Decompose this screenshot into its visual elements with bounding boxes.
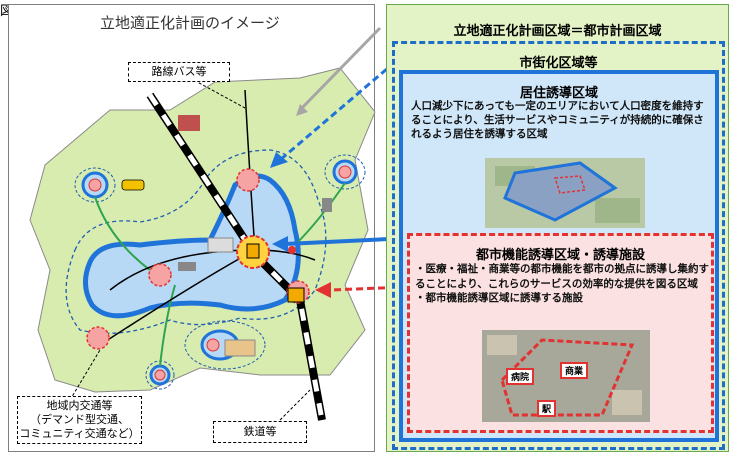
- local-transport-label-3: コミュニティ交通など）: [19, 427, 140, 440]
- car-icon: [287, 287, 305, 303]
- urban-function-zone-description: ・医療・福祉・商業等の都市機能を都市の拠点に誘導し集約することにより、これらのサ…: [415, 262, 711, 306]
- residential-zone-title: 居住誘導区域: [519, 86, 598, 101]
- urban-function-aerial-image: 病院 商業 駅: [482, 330, 650, 422]
- satellite-boundary: [184, 320, 266, 370]
- urban-function-bullet-1: ・医療・福祉・商業等の都市機能を都市の拠点に誘導し集約することにより、これらのサ…: [415, 263, 709, 290]
- railway-line-stripes: [147, 93, 325, 421]
- bus-route-callout: 路線バス等: [128, 62, 230, 82]
- satellite-boundary: [74, 167, 116, 203]
- urban-function-pointer-arrowhead: [315, 282, 331, 298]
- railway-callout: 鉄道等: [213, 421, 307, 443]
- building-icon: [224, 339, 256, 357]
- urban-hub: [86, 326, 110, 350]
- central-station-icon: [246, 243, 260, 259]
- local-transport-label-1: 地域内交通等: [46, 399, 113, 412]
- residential-zone-shape: [83, 173, 301, 319]
- residential-pointer-arrowhead: [272, 236, 288, 252]
- local-transport-line: [94, 196, 151, 271]
- local-transport-label-2: （デマンド型交通、: [30, 413, 129, 426]
- area-pointer-arrow: [298, 26, 382, 112]
- station-label: 駅: [537, 400, 557, 417]
- urbanization-area-box: [392, 41, 725, 450]
- satellite-boundary: [324, 154, 366, 190]
- urban-function-aerial-graphic: [487, 335, 642, 417]
- urban-hub: [338, 165, 352, 179]
- railway-callout-leader: [279, 389, 311, 421]
- local-transport-line: [159, 284, 176, 367]
- urban-hub: [88, 178, 102, 192]
- urbanization-area-title: 市街化区域等: [519, 56, 598, 71]
- urban-hub: [154, 369, 166, 381]
- urban-hub: [148, 263, 172, 287]
- urban-function-zone-title: 都市機能誘導区域・誘導施設: [475, 248, 645, 263]
- urban-hub: [206, 338, 220, 352]
- hospital-label: 病院: [506, 368, 535, 385]
- residential-aerial-image: [485, 158, 645, 228]
- urban-function-bullet-2: ・都市機能誘導区域に誘導する施設: [415, 292, 583, 304]
- bus-callout-leader: [189, 77, 246, 109]
- small-hub: [288, 246, 296, 254]
- building-icon: [207, 237, 234, 253]
- urbanization-boundary: [65, 149, 327, 334]
- urbanization-pointer-arrow: [279, 60, 396, 162]
- planning-area-title: 立地適正化計画区域＝都市計画区域: [453, 24, 662, 39]
- urban-hub: [236, 168, 260, 192]
- concept-image-title: 立地適正化計画のイメージ: [100, 14, 280, 32]
- building-icon: [322, 198, 332, 212]
- local-transport-line: [294, 182, 346, 246]
- commerce-label: 商業: [560, 362, 589, 379]
- building-icon: [178, 115, 200, 131]
- bus-route-line: [109, 249, 316, 291]
- building-icon: [178, 262, 196, 271]
- residential-zone-description: 人口減少下にあっても一定のエリアにおいて人口密度を維持することにより、生活サービ…: [411, 100, 704, 140]
- urbanization-pointer-arrowhead: [270, 152, 288, 168]
- local-transport-callout: 地域内交通等 （デマンド型交通、 コミュニティ交通など）: [17, 396, 142, 444]
- car-icon: [121, 179, 145, 191]
